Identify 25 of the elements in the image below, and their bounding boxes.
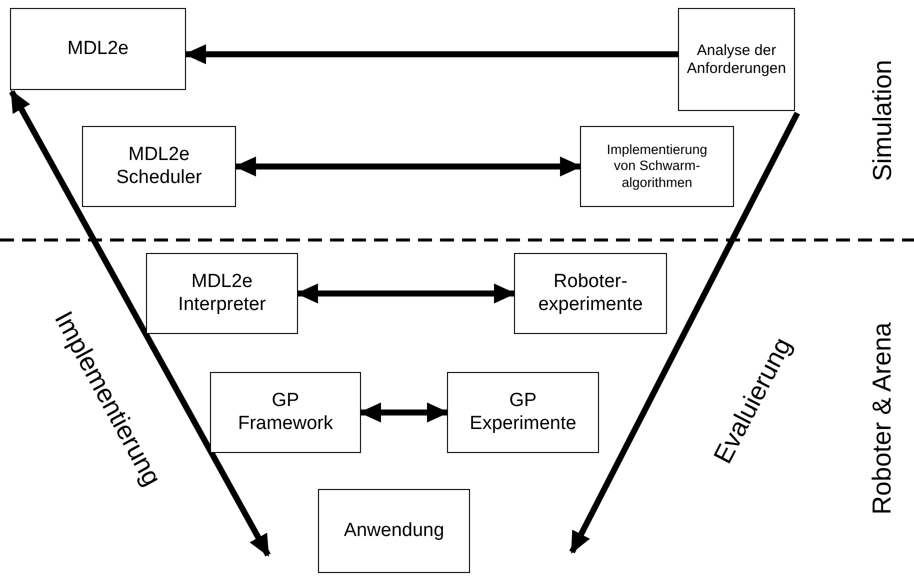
section-label: Simulation (866, 59, 898, 181)
box-text: MDL2e Scheduler (115, 144, 203, 190)
process-box (82, 126, 236, 207)
process-box (580, 126, 734, 207)
box-text: MDL2e (67, 38, 129, 60)
box-text: Anwendung (344, 520, 444, 542)
arrow (296, 284, 516, 304)
process-box (447, 372, 599, 453)
process-box (678, 8, 795, 111)
box-text: Roboter- experimente (537, 270, 644, 316)
arrow (184, 44, 678, 64)
section-label: Roboter & Arena (866, 322, 898, 514)
arrow (234, 156, 582, 176)
process-box (318, 489, 470, 573)
box-text: MDL2e Interpreter (177, 270, 267, 316)
arrow (9, 90, 271, 557)
arrow (569, 112, 800, 554)
box-text: Implementierung von Schwarm- algorithmen (606, 142, 708, 191)
box-text: GP Framework (236, 390, 334, 436)
box-text: Analyse der Anforderungen (686, 42, 788, 78)
process-box (514, 253, 667, 334)
arrow (359, 402, 449, 422)
box-text: GP Experimente (468, 390, 578, 436)
process-box (210, 372, 361, 453)
process-box (10, 8, 186, 90)
